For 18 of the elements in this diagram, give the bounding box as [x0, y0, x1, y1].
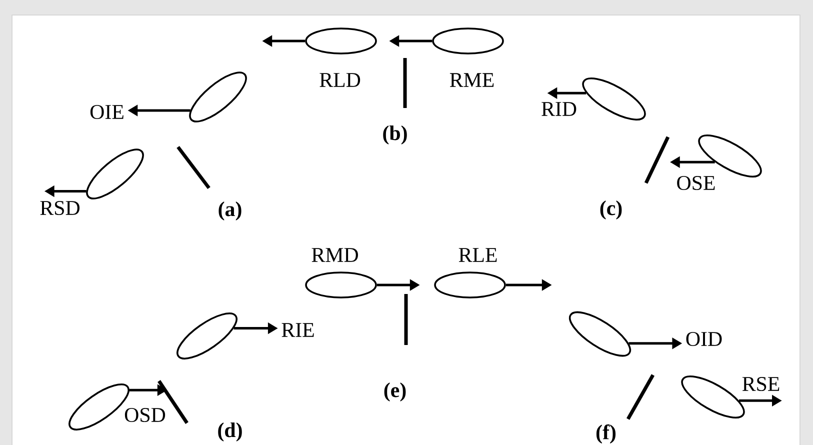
molecule-label: OID: [686, 332, 722, 346]
panel-label: (b): [383, 126, 407, 144]
panel-label: (a): [218, 202, 242, 220]
molecule-label: RME: [450, 73, 494, 87]
panel-label: (d): [218, 422, 242, 442]
molecule-label: RIE: [282, 323, 314, 337]
molecule-label: RMD: [312, 248, 358, 262]
molecule-label: RSE: [742, 376, 780, 392]
molecule-label: RID: [542, 102, 576, 116]
molecule-label: OSE: [677, 176, 715, 190]
molecule-label: RLD: [320, 73, 360, 87]
molecule-label: RSD: [40, 200, 80, 216]
molecule-label: RLE: [458, 248, 497, 262]
molecule-label: OIE: [90, 104, 124, 120]
panel-label: (e): [384, 382, 406, 402]
molecule-label: OSD: [124, 408, 166, 422]
panel-label: (c): [600, 200, 622, 220]
panel-label: (f): [596, 424, 616, 444]
